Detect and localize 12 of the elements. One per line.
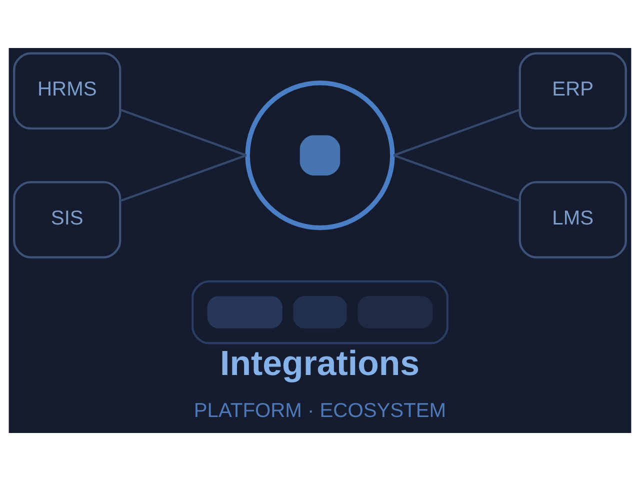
connector: [393, 108, 520, 156]
node-box: HRMS: [13, 52, 122, 130]
node-circle: [245, 80, 395, 230]
connector: [120, 154, 247, 202]
node-bar: [191, 280, 449, 344]
node-box: ERP: [518, 52, 627, 130]
diagram-title: Integrations: [220, 344, 420, 383]
connector: [120, 108, 247, 156]
caption: PLATFORM · ECOSYSTEM: [194, 399, 446, 422]
node-box: LMS: [518, 180, 627, 258]
node-box: SIS: [13, 180, 122, 258]
connector: [393, 154, 520, 202]
